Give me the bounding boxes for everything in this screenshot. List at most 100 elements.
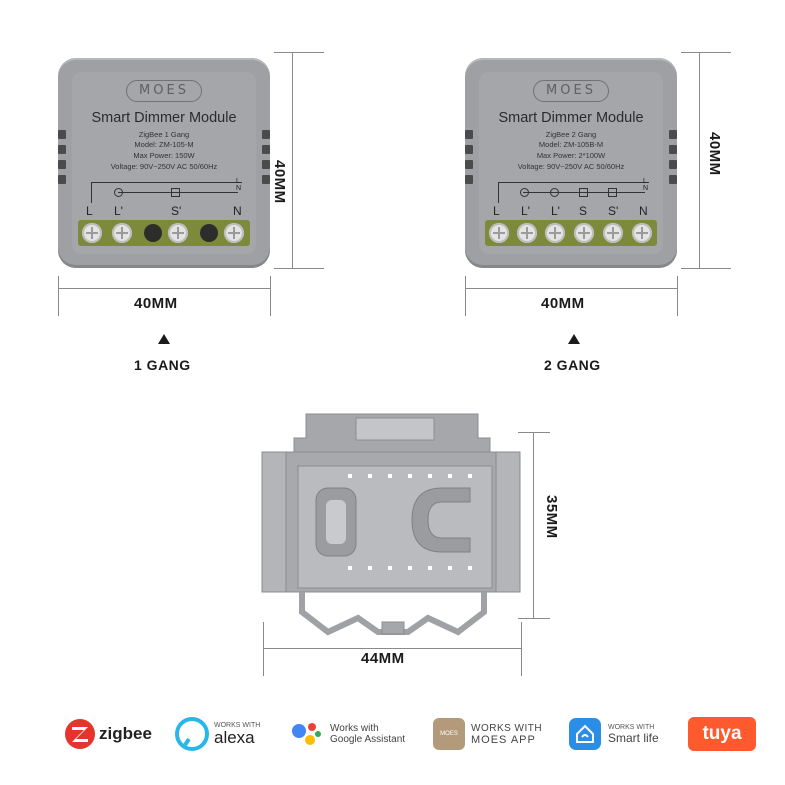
terminal-label: L: [493, 204, 500, 218]
terminal-label: L': [521, 204, 530, 218]
vent-slots-right: [262, 130, 270, 190]
height-label: 40MM: [706, 132, 723, 176]
works-with-text: WORKS WITH: [214, 722, 261, 729]
smart-life-logo: WORKS WITH Smart life: [568, 714, 659, 754]
module-spec-line: ZigBee 1 Gang: [138, 130, 190, 139]
vent-slots-left: [58, 130, 66, 190]
terminal-label: N: [639, 204, 648, 218]
terminal-screw: [224, 223, 244, 243]
width-label: 44MM: [361, 650, 405, 667]
lamp-symbol: [520, 188, 529, 197]
moes-app-icon: MOES: [433, 718, 465, 750]
wiring-diagram: [91, 182, 242, 203]
terminal-screw: [574, 223, 594, 243]
switch-symbol: [608, 188, 617, 197]
module-spec-line: Model: ZM-105-M: [134, 140, 194, 149]
dimension-tick: [518, 432, 550, 433]
tuya-badge: tuya: [688, 717, 756, 751]
alexa-logo: WORKS WITH alexa: [175, 714, 260, 754]
dimension-tick: [681, 52, 731, 53]
module-spec-line: Model: ZM-105B-M: [538, 140, 604, 149]
module-2-gang: MOES Smart Dimmer Module ZigBee 2 Gang M…: [465, 58, 677, 268]
width-dimension-line: [465, 288, 677, 289]
dimension-tick: [274, 268, 324, 269]
terminal-screw: [168, 223, 188, 243]
smart-life-text: Smart life: [608, 730, 659, 745]
terminal-screw: [489, 223, 509, 243]
moes-logo: MOES: [126, 80, 202, 102]
width-label: 40MM: [134, 295, 178, 312]
zigbee-icon: [65, 719, 95, 749]
module-spec-line: ZigBee 2 Gang: [545, 130, 597, 139]
alexa-icon: [175, 717, 209, 751]
height-label: 40MM: [271, 160, 288, 204]
moes-app-logo: MOES WORKS WITH MOES APP: [433, 714, 542, 754]
switch-symbol: [579, 188, 588, 197]
module-spec-line: Max Power: 2*100W: [536, 151, 606, 160]
terminal-screw: [603, 223, 623, 243]
moes-logo: MOES: [533, 80, 609, 102]
module-spec-line: Voltage: 90V~250V AC 50/60Hz: [110, 162, 218, 171]
module-title: Smart Dimmer Module: [91, 110, 237, 126]
vent-slots-right: [669, 130, 677, 190]
width-dimension-line: [263, 648, 521, 649]
terminal-screw: [112, 223, 132, 243]
google-assistant-logo: Works with Google Assistant: [290, 714, 405, 754]
zigbee-text: zigbee: [99, 724, 152, 743]
wiring-line: [523, 192, 645, 203]
tuya-logo: tuya: [688, 714, 756, 754]
module-spec-line: Max Power: 150W: [133, 151, 195, 160]
moes-app-text: MOES APP: [471, 733, 536, 746]
pointer-triangle: [568, 334, 580, 344]
din-rail-bracket: [261, 413, 521, 636]
module-title: Smart Dimmer Module: [498, 110, 644, 126]
terminal-label: L: [86, 204, 93, 218]
module-spec-line: Voltage: 90V~250V AC 50/60Hz: [517, 162, 625, 171]
dimension-tick: [681, 268, 731, 269]
lamp-symbol: [114, 188, 123, 197]
dimension-tick: [518, 618, 550, 619]
terminal-block: [485, 220, 657, 246]
terminal-block: [78, 220, 250, 246]
google-assistant-icon: [292, 723, 321, 745]
dimension-tick: [465, 276, 466, 316]
works-with-text: WORKS WITH: [471, 722, 543, 734]
terminal-screw: [517, 223, 537, 243]
terminal-screw: [82, 223, 102, 243]
pointer-triangle: [158, 334, 170, 344]
height-dimension-line: [533, 432, 534, 618]
works-with-text: WORKS WITH: [608, 723, 655, 731]
width-dimension-line: [58, 288, 270, 289]
terminal-label: S': [608, 204, 619, 218]
dimension-tick: [677, 276, 678, 316]
dimension-tick: [270, 276, 271, 316]
gang-label: 1 GANG: [134, 357, 191, 373]
terminal-label: N: [233, 204, 242, 218]
lamp-symbol: [550, 188, 559, 197]
terminal-screw: [632, 223, 652, 243]
terminal-label: S: [579, 204, 588, 218]
gang-label: 2 GANG: [544, 357, 601, 373]
terminal-hole: [200, 224, 218, 242]
works-with-text: Works with: [330, 723, 379, 734]
terminal-screw: [545, 223, 565, 243]
switch-symbol: [171, 188, 180, 197]
vent-slots-left: [465, 130, 473, 190]
zigbee-logo: zigbee: [64, 714, 152, 754]
smart-life-icon: [569, 718, 601, 750]
dimension-tick: [521, 622, 522, 676]
width-label: 40MM: [541, 295, 585, 312]
terminal-hole: [144, 224, 162, 242]
dimension-tick: [58, 276, 59, 316]
alexa-text: alexa: [214, 728, 255, 747]
height-label: 35MM: [543, 495, 560, 539]
wiring-line: [118, 192, 238, 203]
height-dimension-line: [699, 52, 700, 268]
terminal-label: L': [114, 204, 123, 218]
google-assistant-text: Google Assistant: [330, 734, 406, 745]
module-1-gang: MOES Smart Dimmer Module ZigBee 1 Gang M…: [58, 58, 270, 268]
dimension-tick: [274, 52, 324, 53]
dimension-tick: [263, 622, 264, 676]
